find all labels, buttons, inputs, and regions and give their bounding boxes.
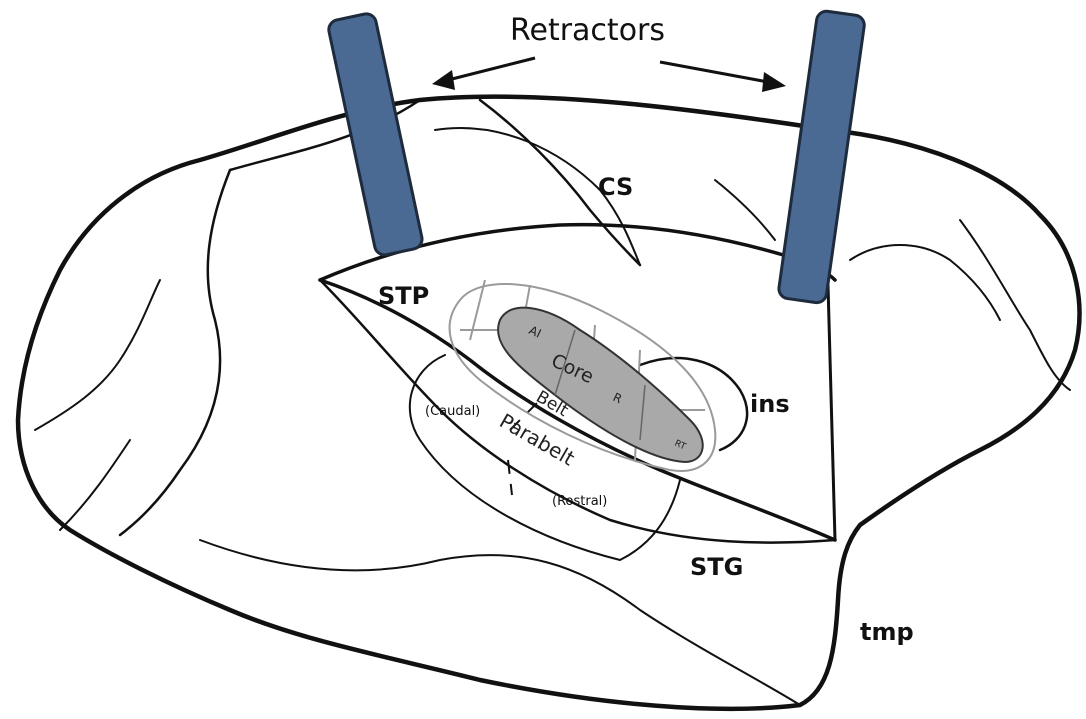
label-stp: STP [378,282,429,310]
frontal-contour [120,170,230,535]
label-ins: ins [750,390,790,418]
frontal-sulcus-a [35,280,160,430]
label-stg: STG [690,553,743,581]
label-rostral: (Rostral) [552,494,607,509]
retractor-arrow-left [448,58,535,80]
label-tmp: tmp [860,618,914,646]
arrowhead-right-icon [762,72,786,92]
label-cs: CS [598,173,633,201]
parietal-sulcus [715,180,775,240]
label-caudal: (Caudal) [425,404,480,419]
occipital-sulcus-a [960,220,1070,390]
retractor-left [327,12,424,257]
occipital-sulcus-b [850,245,1000,320]
vertical-cut-line [828,285,835,540]
frontal-sulcus-b [60,440,130,530]
retractor-right [778,10,866,304]
retractor-arrow-right [660,62,768,82]
arrowhead-left-icon [432,70,455,90]
label-retractors: Retractors [510,13,665,48]
